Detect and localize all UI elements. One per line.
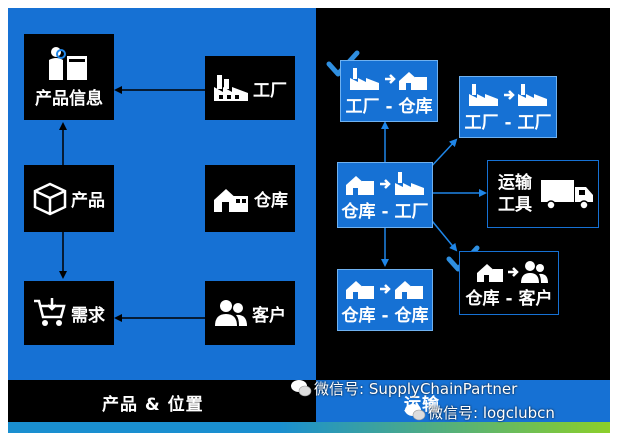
transport-tool-node: 运输 工具 bbox=[487, 160, 599, 228]
factory-node: 工厂 bbox=[205, 56, 295, 120]
factory-warehouse-label: 工厂 - 仓库 bbox=[345, 96, 433, 117]
person-document-icon bbox=[49, 46, 87, 80]
product-label: 产品 bbox=[71, 191, 105, 211]
transport-tool-text: 运输 工具 bbox=[498, 172, 532, 216]
watermark-line2: 微信号: logclubcn bbox=[428, 404, 555, 422]
package-icon bbox=[33, 182, 67, 215]
factory-to-factory-icon bbox=[469, 83, 547, 106]
factory-factory-label: 工厂 - 工厂 bbox=[464, 112, 552, 133]
transport-tool-line1: 运输 bbox=[498, 173, 532, 193]
shopping-cart-icon bbox=[34, 298, 66, 326]
product-info-node: 产品信息 bbox=[24, 34, 114, 120]
warehouse-warehouse-node: 仓库 - 仓库 bbox=[337, 269, 433, 331]
customers-icon bbox=[215, 300, 247, 326]
warehouse-to-factory-icon bbox=[346, 171, 424, 195]
warehouse-label: 仓库 bbox=[254, 191, 288, 211]
factory-icon bbox=[214, 75, 248, 101]
factory-factory-node: 工厂 - 工厂 bbox=[459, 76, 557, 138]
product-location-footer: 产品 & 位置 bbox=[8, 380, 316, 422]
factory-to-warehouse-icon bbox=[350, 67, 427, 90]
product-info-label: 产品信息 bbox=[35, 88, 103, 109]
warehouse-node: 仓库 bbox=[205, 165, 295, 232]
customer-label: 客户 bbox=[252, 305, 286, 326]
watermark-line1: 微信号: SupplyChainPartner bbox=[314, 380, 518, 398]
warehouse-factory-label: 仓库 - 工厂 bbox=[341, 201, 429, 222]
transport-footer: 运输 bbox=[316, 380, 610, 422]
demand-label: 需求 bbox=[71, 305, 105, 326]
warehouse-customer-label: 仓库 - 客户 bbox=[465, 288, 553, 309]
product-node: 产品 bbox=[24, 165, 114, 232]
warehouse-warehouse-label: 仓库 - 仓库 bbox=[341, 305, 429, 326]
gradient-strip bbox=[8, 422, 610, 433]
customer-node: 客户 bbox=[205, 281, 295, 345]
wechat-icon bbox=[291, 380, 312, 397]
transport-tool-line2: 工具 bbox=[498, 195, 532, 215]
warehouse-icon bbox=[214, 188, 248, 212]
warehouse-factory-node: 仓库 - 工厂 bbox=[337, 162, 433, 228]
warehouse-customer-node: 仓库 - 客户 bbox=[459, 251, 559, 315]
warehouse-to-warehouse-icon bbox=[346, 280, 423, 299]
truck-icon bbox=[541, 180, 593, 210]
warehouse-to-customer-icon bbox=[477, 260, 548, 283]
product-location-label: 产品 & 位置 bbox=[102, 395, 204, 415]
factory-warehouse-node: 工厂 - 仓库 bbox=[340, 60, 438, 122]
factory-label: 工厂 bbox=[253, 80, 287, 101]
wechat-icon bbox=[405, 404, 426, 421]
demand-node: 需求 bbox=[24, 281, 114, 345]
